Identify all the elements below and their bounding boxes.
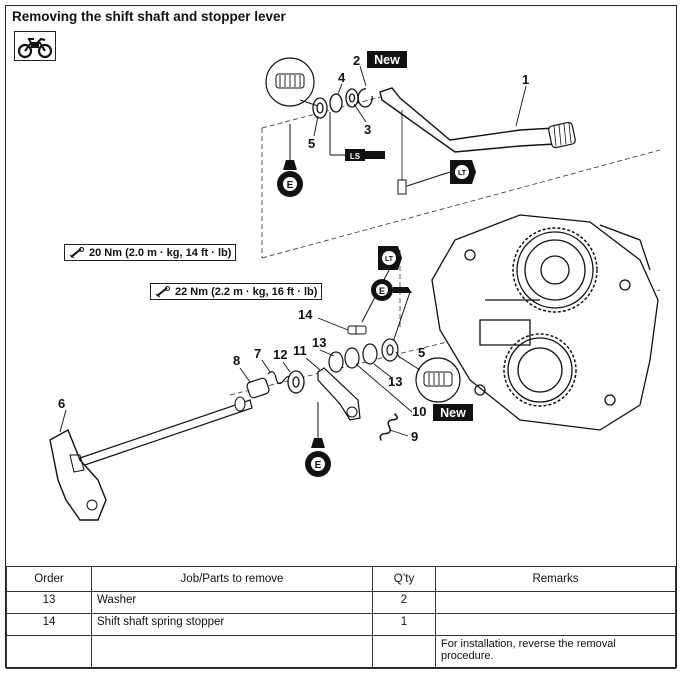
callout-9: 9 (411, 429, 418, 444)
torque-wrench-icon (69, 247, 84, 259)
row-order: 13 (6, 591, 92, 614)
washers (328, 338, 399, 373)
callout-8: 8 (233, 353, 240, 368)
row-remarks: For installation, reverse the removal pr… (435, 635, 676, 669)
callout-14: 14 (298, 307, 313, 322)
bush-12 (287, 370, 305, 394)
svg-text:LT: LT (385, 256, 394, 263)
callout-6: 6 (58, 396, 65, 411)
row-job: Washer (91, 591, 373, 614)
bearing-detail-upper (265, 57, 319, 107)
svg-text:LT: LT (458, 170, 467, 177)
exploded-diagram: LS E LT LT E (49, 51, 661, 521)
table-row: For installation, reverse the removal pr… (6, 635, 676, 669)
motorcycle-icon (14, 31, 56, 61)
row-order: 14 (6, 613, 92, 636)
row-qty: 1 (372, 613, 436, 636)
row-job: Shift shaft spring stopper (91, 613, 373, 636)
spring-stopper-bolt (347, 325, 367, 335)
svg-text:E: E (315, 460, 322, 471)
torque-spec-20nm: 20 Nm (2.0 m · kg, 14 ft · lb) (64, 244, 237, 261)
svg-text:New: New (440, 406, 466, 420)
torque-spec-22nm: 22 Nm (2.2 m · kg, 16 ft · lb) (150, 283, 323, 300)
row-job (91, 635, 373, 669)
svg-text:LS: LS (350, 152, 361, 161)
callout-11: 11 (293, 343, 307, 358)
row-remarks (435, 591, 676, 614)
upper-bearing-parts (312, 88, 373, 119)
callout-7: 7 (254, 346, 261, 361)
callout-12: 12 (273, 347, 287, 362)
ls-grease-mark: LS (329, 112, 385, 161)
return-spring (379, 413, 398, 441)
table-row: 14 Shift shaft spring stopper 1 (6, 613, 676, 636)
table-row: 13 Washer 2 (6, 591, 676, 614)
row-remarks (435, 613, 676, 636)
header-order: Order (6, 566, 92, 592)
row-order (6, 635, 92, 669)
callout-1: 1 (522, 72, 529, 87)
header-remarks: Remarks (435, 566, 676, 592)
callout-10: 10 (412, 404, 426, 419)
page-title: Removing the shift shaft and stopper lev… (12, 9, 286, 24)
header-qty: Q’ty (372, 566, 436, 592)
callout-13-lower: 13 (388, 374, 402, 389)
shift-shaft (49, 396, 253, 521)
shift-pedal (379, 87, 576, 195)
callout-5-upper: 5 (308, 136, 315, 151)
crankcase (431, 214, 659, 431)
torque-spec-22nm-label: 22 Nm (2.2 m · kg, 16 ft · lb) (175, 286, 318, 298)
gear-teeth (503, 227, 598, 407)
callout-3: 3 (364, 122, 371, 137)
callout-5-lower: 5 (418, 345, 425, 360)
callout-4: 4 (338, 70, 346, 85)
parts-table: Order Job/Parts to remove Q’ty Remarks 1… (6, 566, 676, 669)
row-qty: 2 (372, 591, 436, 614)
callout-2: 2 (353, 53, 360, 68)
torque-wrench-icon (155, 286, 170, 298)
callout-13-upper: 13 (312, 335, 326, 350)
table-header-row: Order Job/Parts to remove Q’ty Remarks (6, 566, 676, 592)
torque-spec-20nm-label: 20 Nm (2.0 m · kg, 14 ft · lb) (89, 247, 232, 259)
svg-text:E: E (287, 180, 294, 191)
svg-text:New: New (374, 53, 400, 67)
svg-text:E: E (379, 286, 385, 296)
engine-oil-mark-upper: E (277, 124, 303, 197)
stopper-lever (317, 367, 361, 421)
locking-agent-mark-lower: LT (361, 246, 402, 323)
bearing-detail-lower (397, 355, 461, 403)
row-qty (372, 635, 436, 669)
engine-oil-mark-lower: E (305, 402, 331, 477)
new-tag-upper: New (367, 51, 407, 68)
locking-agent-mark-upper: LT (406, 160, 476, 187)
header-job: Job/Parts to remove (91, 566, 373, 592)
new-tag-lower: New (433, 404, 473, 421)
engine-oil-mark-middle: E (371, 279, 412, 346)
